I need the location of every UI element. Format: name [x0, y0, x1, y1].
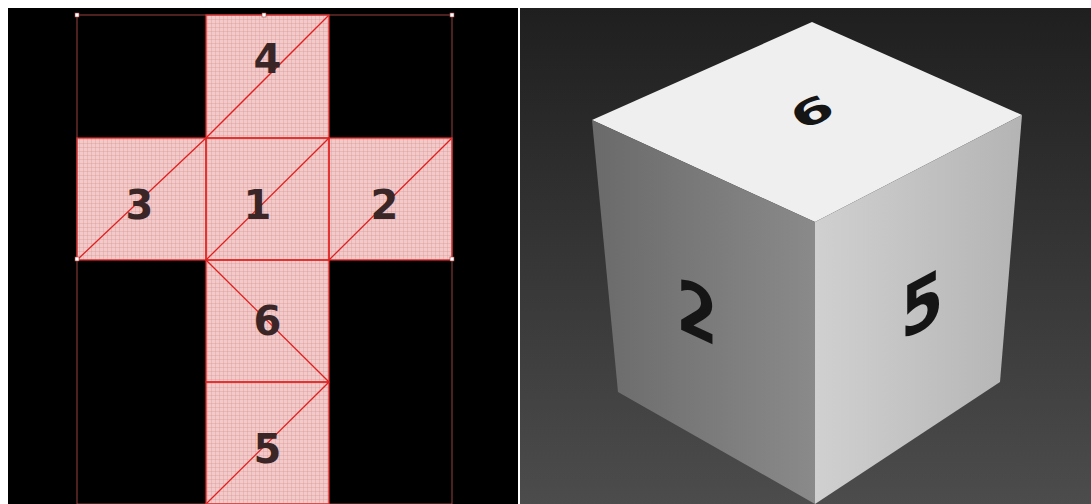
face-number: 2 [371, 185, 399, 225]
uv-islands [75, 13, 454, 504]
uv-face: 6 [206, 260, 329, 382]
cube-face-number: 5 [901, 258, 944, 353]
uv-face: 2 [329, 138, 452, 260]
uv-face: 4 [206, 15, 329, 138]
cube-face-number: 2 [676, 266, 717, 357]
face-number: 4 [254, 39, 282, 79]
uv-face: 3 [77, 138, 206, 260]
render-background [520, 8, 1091, 504]
face-number: 1 [244, 185, 272, 225]
face-number: 5 [254, 429, 282, 469]
face-number: 3 [126, 185, 154, 225]
dice-cube [592, 22, 1022, 504]
uv-background [8, 8, 518, 504]
uv-face: 5 [206, 382, 329, 504]
uv-face: 1 [206, 138, 329, 260]
face-number: 6 [254, 301, 282, 341]
